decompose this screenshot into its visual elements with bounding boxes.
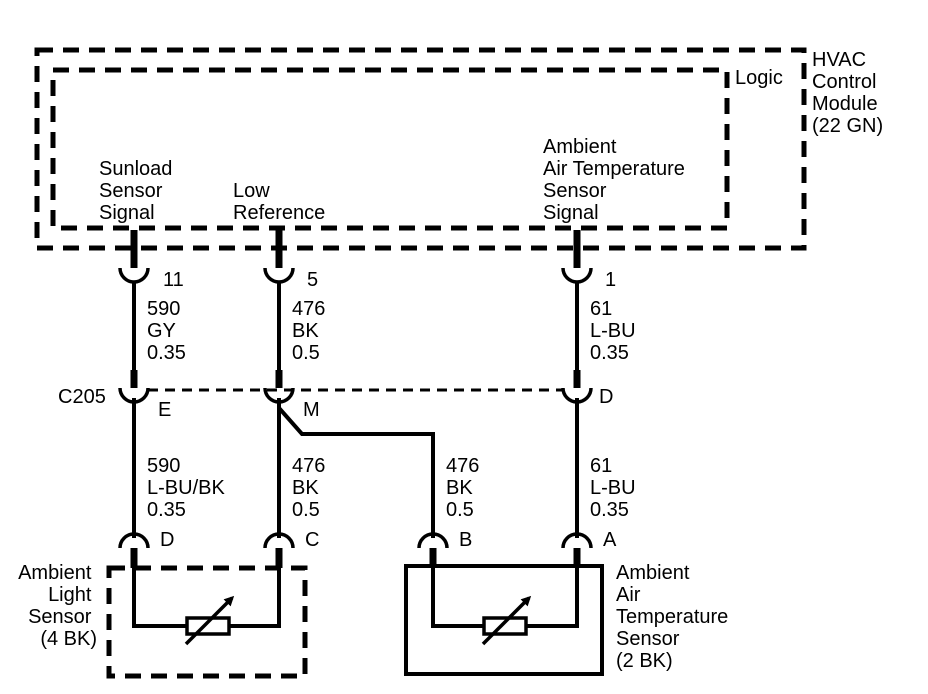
wire-splice-to-air-sensor <box>277 406 435 538</box>
ambient-light-sensor-label: Ambient Light Sensor (4 BK) <box>18 562 97 650</box>
air-sensor-variable-resistor-icon <box>482 616 528 636</box>
ambient-light-sensor: Ambient Light Sensor (4 BK) <box>18 562 308 679</box>
light-sensor-variable-resistor-icon <box>185 616 231 636</box>
sensor-pin-label: A <box>603 529 617 551</box>
module-pin-ambient: 1 <box>561 230 616 291</box>
module-outer-boundary <box>34 47 807 251</box>
sensor-pin-d: D <box>118 529 174 568</box>
wire-label-ambient-lower: 61 L-BU 0.35 <box>590 455 641 521</box>
c205-pin-label: M <box>303 399 320 421</box>
sensor-pin-label: B <box>459 529 472 551</box>
sensor-connector-pins: D C B A <box>118 529 617 568</box>
connector-c205: C205 E M D <box>58 370 613 421</box>
sensor-pin-b: B <box>417 529 472 568</box>
logic-label: Logic <box>735 67 783 89</box>
c205-pin-d: D <box>561 370 613 408</box>
wires <box>132 282 579 538</box>
module-name: HVAC Control Module (22 GN) <box>812 49 883 137</box>
module-connector-pins: 11 5 1 <box>118 230 616 291</box>
wire-label-sunload-lower: 590 L-BU/BK 0.35 <box>147 455 230 521</box>
c205-pin-e: E <box>118 370 171 421</box>
ambient-air-sensor-label: Ambient Air Temperature Sensor (2 BK) <box>616 562 734 672</box>
upper-wire-labels: 590 GY 0.35 476 BK 0.5 61 L-BU 0.35 <box>147 298 641 364</box>
sunload-signal-label: Sunload Sensor Signal <box>99 158 178 224</box>
c205-pin-m: M <box>263 370 320 421</box>
ambient-air-sensor-boundary <box>404 564 604 676</box>
ambient-signal-label: Ambient Air Temperature Sensor Signal <box>543 136 690 224</box>
air-sensor-variable-arrow-icon <box>481 595 532 646</box>
module-pin-label: 5 <box>307 269 318 291</box>
sensor-pin-a: A <box>561 529 617 568</box>
ambient-air-temperature-sensor: Ambient Air Temperature Sensor (2 BK) <box>404 562 734 676</box>
hvac-control-module: HVAC Control Module (22 GN) Logic Sunloa… <box>34 47 883 251</box>
sensor-pin-label: C <box>305 529 319 551</box>
wire-label-splice: 476 BK 0.5 <box>446 455 485 521</box>
low-reference-label: Low Reference <box>233 180 325 224</box>
module-pin-label: 1 <box>605 269 616 291</box>
wire-label-low-ref-lower: 476 BK 0.5 <box>292 455 331 521</box>
module-pin-sunload: 11 <box>118 230 184 291</box>
sensor-pin-c: C <box>263 529 319 568</box>
connector-c205-name: C205 <box>58 386 106 408</box>
module-pin-low-ref: 5 <box>263 230 318 291</box>
wire-label-ambient-upper: 61 L-BU 0.35 <box>590 298 641 364</box>
ambient-light-sensor-boundary <box>106 565 308 679</box>
c205-pin-label: D <box>599 386 613 408</box>
wire-label-sunload-upper: 590 GY 0.35 <box>147 298 186 364</box>
module-pin-label: 11 <box>163 269 184 291</box>
c205-pin-label: E <box>158 399 171 421</box>
sensor-pin-label: D <box>160 529 174 551</box>
lower-wire-labels: 590 L-BU/BK 0.35 476 BK 0.5 476 BK 0.5 6… <box>147 455 641 521</box>
light-sensor-variable-arrow-icon <box>184 595 235 646</box>
wire-label-low-ref-upper: 476 BK 0.5 <box>292 298 331 364</box>
